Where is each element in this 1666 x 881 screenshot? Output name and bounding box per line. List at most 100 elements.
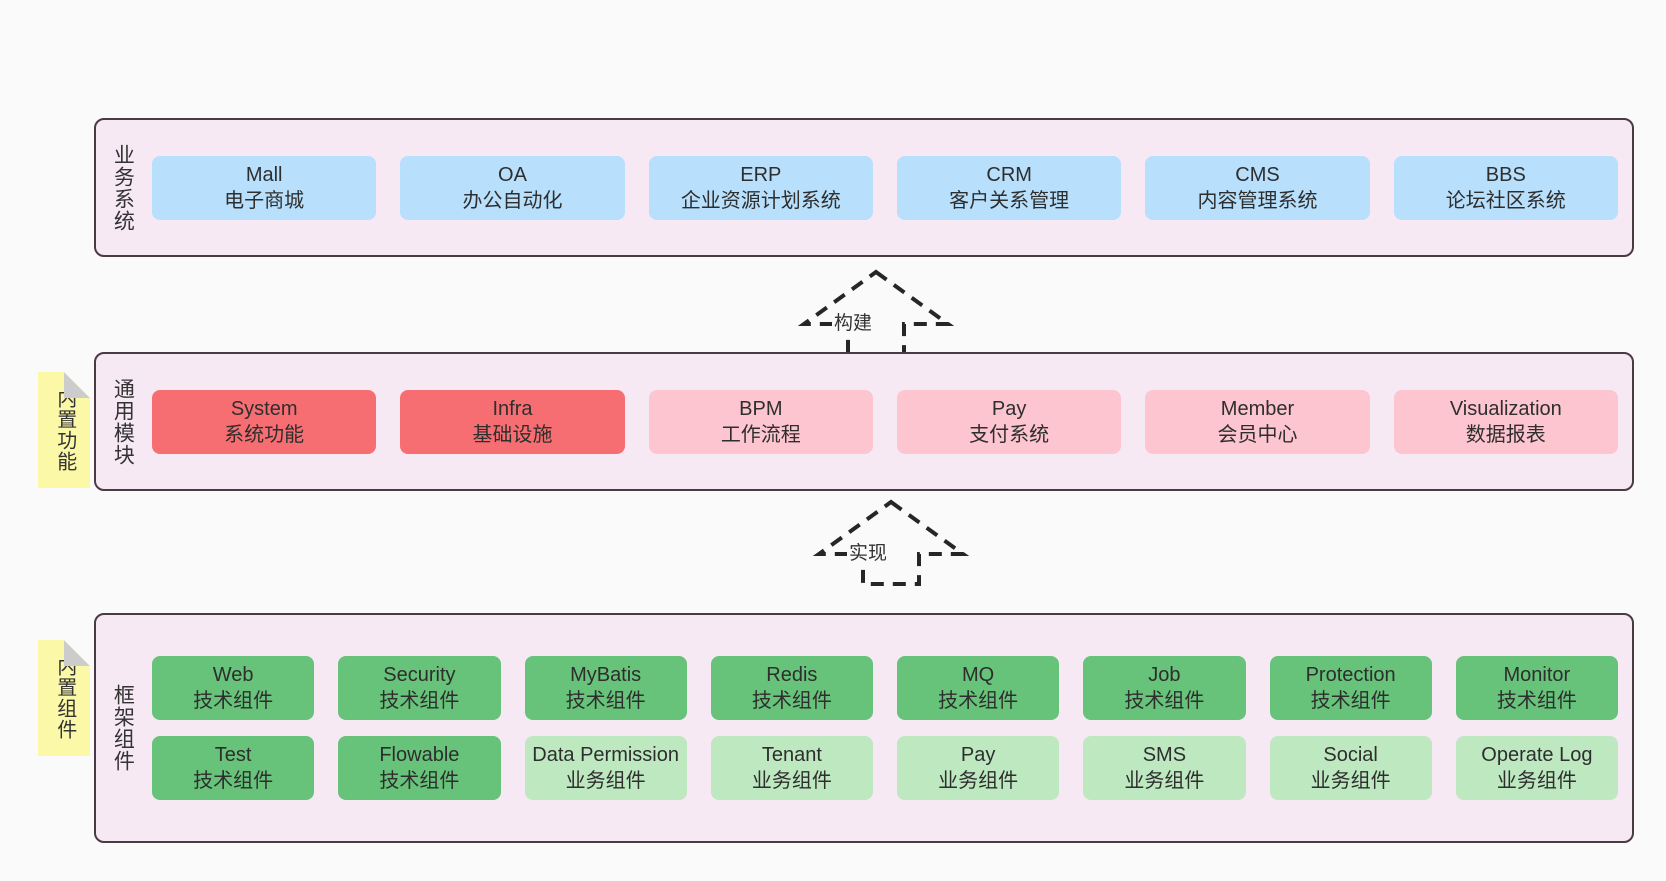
- module-desc: 技术组件: [1496, 690, 1577, 712]
- module-name: Security: [383, 664, 456, 686]
- cell-row: Test 技术组件 Flowable 技术组件 Data Permission …: [152, 736, 1618, 800]
- module-name: Data Permission: [532, 744, 679, 766]
- module-desc: 技术组件: [379, 690, 460, 712]
- layer-body-business-systems: Mall 电子商城 OA 办公自动化 ERP 企业资源计划系统 CRM 客户关系…: [148, 120, 1632, 255]
- module-desc: 技术组件: [193, 690, 274, 712]
- module-card-mall[interactable]: Mall 电子商城: [152, 155, 377, 220]
- note-label: 内置功能: [53, 388, 76, 472]
- module-card-mybatis[interactable]: MyBatis 技术组件: [524, 656, 687, 720]
- module-card-data-permission[interactable]: Data Permission 业务组件: [524, 736, 687, 800]
- module-card-bpm[interactable]: BPM 工作流程: [648, 389, 873, 454]
- module-card-erp[interactable]: ERP 企业资源计划系统: [648, 155, 873, 220]
- cell-row: Mall 电子商城 OA 办公自动化 ERP 企业资源计划系统 CRM 客户关系…: [152, 155, 1618, 220]
- module-desc: 业务组件: [1124, 770, 1205, 792]
- note-label: 内置组件: [53, 656, 76, 740]
- module-desc: 论坛社区系统: [1445, 189, 1566, 212]
- connector-label-build: 构建: [832, 308, 875, 335]
- layer-title-framework-components: 框架组件: [111, 684, 135, 772]
- cell-row: System 系统功能 Infra 基础设施 BPM 工作流程 Pay 支付系统…: [152, 389, 1618, 454]
- module-card-infra[interactable]: Infra 基础设施: [400, 389, 625, 454]
- module-card-tenant[interactable]: Tenant 业务组件: [710, 736, 873, 800]
- module-desc: 技术组件: [379, 770, 460, 792]
- module-name: SMS: [1142, 744, 1187, 766]
- module-name: BPM: [739, 397, 783, 420]
- module-card-pay[interactable]: Pay 支付系统: [896, 389, 1122, 454]
- module-desc: 业务组件: [1496, 770, 1577, 792]
- module-card-flowable[interactable]: Flowable 技术组件: [338, 736, 501, 800]
- module-card-member[interactable]: Member 会员中心: [1145, 389, 1370, 454]
- module-name: Pay: [991, 397, 1027, 420]
- module-desc: 技术组件: [751, 690, 832, 712]
- module-name: MyBatis: [570, 664, 642, 686]
- module-card-social[interactable]: Social 业务组件: [1269, 736, 1432, 800]
- module-desc: 支付系统: [969, 423, 1050, 446]
- module-card-monitor[interactable]: Monitor 技术组件: [1455, 656, 1618, 720]
- module-name: Web: [212, 664, 254, 686]
- layer-business-systems: 业务系统 Mall 电子商城 OA 办公自动化 ERP 企业资源计划系统 CRM…: [94, 118, 1634, 257]
- module-card-mq[interactable]: MQ 技术组件: [897, 656, 1060, 720]
- module-name: Redis: [766, 664, 818, 686]
- module-desc: 工作流程: [720, 423, 801, 446]
- module-desc: 电子商城: [224, 189, 305, 212]
- module-name: BBS: [1485, 163, 1526, 186]
- module-name: Operate Log: [1481, 744, 1593, 766]
- module-desc: 数据报表: [1465, 423, 1546, 446]
- module-card-web[interactable]: Web 技术组件: [152, 656, 315, 720]
- module-name: OA: [498, 163, 527, 186]
- module-desc: 系统功能: [224, 423, 305, 446]
- module-card-job[interactable]: Job 技术组件: [1083, 656, 1246, 720]
- module-card-redis[interactable]: Redis 技术组件: [710, 656, 873, 720]
- module-card-system[interactable]: System 系统功能: [152, 389, 377, 454]
- module-desc: 技术组件: [1124, 690, 1205, 712]
- module-card-sms[interactable]: SMS 业务组件: [1083, 736, 1246, 800]
- module-card-protection[interactable]: Protection 技术组件: [1269, 656, 1432, 720]
- generalization-arrow-icon: [812, 499, 970, 586]
- layer-body-common-modules: System 系统功能 Infra 基础设施 BPM 工作流程 Pay 支付系统…: [148, 354, 1632, 489]
- module-name: Infra: [492, 397, 533, 420]
- module-name: System: [230, 397, 298, 420]
- layer-body-framework-components: Web 技术组件 Security 技术组件 MyBatis 技术组件 Redi…: [148, 615, 1632, 841]
- module-desc: 客户关系管理: [949, 189, 1070, 212]
- module-card-visualization[interactable]: Visualization 数据报表: [1393, 389, 1618, 454]
- module-card-crm[interactable]: CRM 客户关系管理: [896, 155, 1122, 220]
- module-name: Member: [1220, 397, 1295, 420]
- module-name: CMS: [1235, 163, 1280, 186]
- module-desc: 技术组件: [1310, 690, 1391, 712]
- module-name: MQ: [962, 664, 995, 686]
- module-desc: 业务组件: [1310, 770, 1391, 792]
- module-card-test[interactable]: Test 技术组件: [152, 736, 315, 800]
- module-name: Mall: [245, 163, 283, 186]
- module-name: Test: [214, 744, 252, 766]
- connector-label-implement: 实现: [847, 538, 890, 565]
- module-desc: 业务组件: [751, 770, 832, 792]
- module-desc: 会员中心: [1217, 423, 1298, 446]
- module-card-operate-log[interactable]: Operate Log 业务组件: [1455, 736, 1618, 800]
- module-card-bbs[interactable]: BBS 论坛社区系统: [1393, 155, 1618, 220]
- module-name: Visualization: [1449, 397, 1562, 420]
- folded-corner-icon: [64, 640, 90, 666]
- module-card-oa[interactable]: OA 办公自动化: [400, 155, 625, 220]
- module-desc: 技术组件: [565, 690, 646, 712]
- module-desc: 技术组件: [938, 690, 1019, 712]
- module-desc: 内容管理系统: [1197, 189, 1318, 212]
- layer-framework-components: 框架组件 Web 技术组件 Security 技术组件 MyBatis 技术组件…: [94, 613, 1634, 843]
- layer-title-common-modules: 通用模块: [111, 377, 135, 466]
- module-name: Social: [1323, 744, 1378, 766]
- module-desc: 业务组件: [565, 770, 646, 792]
- connector-build: 构建: [797, 268, 955, 356]
- module-name: Tenant: [761, 744, 822, 766]
- connector-implement: 实现: [812, 498, 970, 586]
- layer-common-modules: 通用模块 System 系统功能 Infra 基础设施 BPM 工作流程 Pay…: [94, 352, 1634, 491]
- module-card-security[interactable]: Security 技术组件: [338, 656, 501, 720]
- note-builtin-components: 内置组件: [38, 640, 90, 756]
- module-name: Job: [1148, 664, 1181, 686]
- module-name: ERP: [740, 163, 782, 186]
- module-card-pay-business[interactable]: Pay 业务组件: [897, 736, 1060, 800]
- folded-corner-icon: [64, 372, 90, 398]
- cell-row: Web 技术组件 Security 技术组件 MyBatis 技术组件 Redi…: [152, 656, 1618, 720]
- layer-title-business-systems: 业务系统: [111, 143, 135, 232]
- module-card-cms[interactable]: CMS 内容管理系统: [1145, 155, 1370, 220]
- module-name: CRM: [986, 163, 1032, 186]
- module-desc: 企业资源计划系统: [680, 189, 841, 212]
